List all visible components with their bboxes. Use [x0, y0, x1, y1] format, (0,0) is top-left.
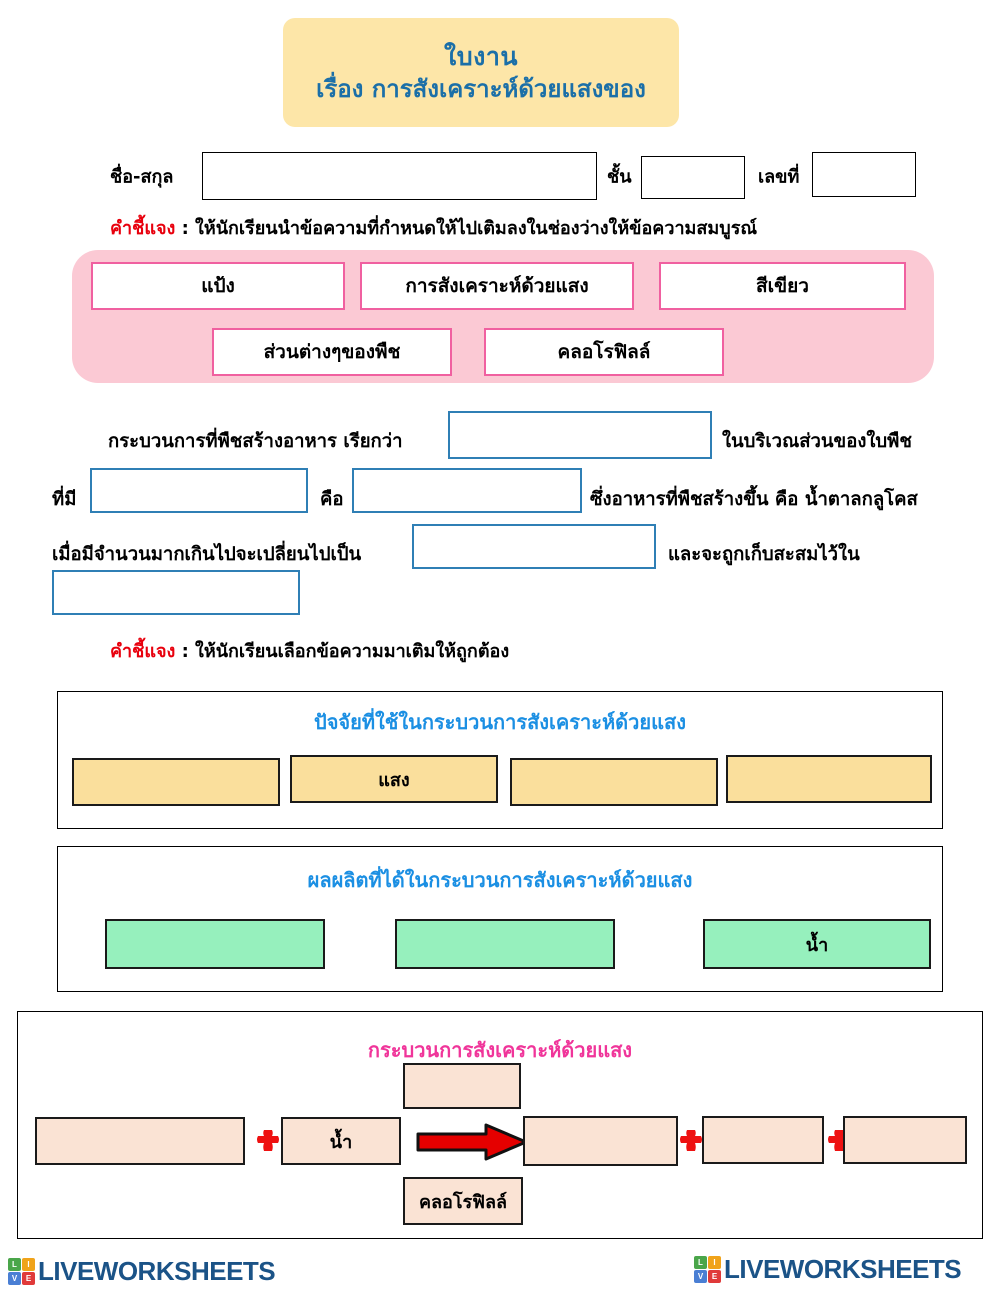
paragraph-text-2: ในบริเวณส่วนของใบพืช	[722, 431, 912, 452]
factor-cell-1[interactable]	[72, 758, 280, 806]
logo-wordmark-left: LIVEWORKSHEETS	[38, 1255, 276, 1286]
plus-icon-2	[680, 1130, 702, 1151]
product-cell-1[interactable]	[105, 919, 325, 969]
process-top-cell[interactable]	[403, 1063, 521, 1109]
products-title: ผลผลิตที่ได้ในกระบวนการสังเคราะห์ด้วยแสง	[307, 868, 693, 892]
process-bottom-cell[interactable]: คลอโรฟิลล์	[403, 1177, 523, 1225]
plus-icon-1	[257, 1130, 279, 1151]
factor-cell-2[interactable]: แสง	[290, 755, 498, 803]
word-bank-item-4[interactable]: ส่วนต่างๆของพืช	[212, 328, 452, 376]
paragraph-blank-2[interactable]	[90, 468, 308, 513]
instruction-2-keyword: คำชี้แจง	[110, 641, 176, 662]
word-bank-label-4: ส่วนต่างๆของพืช	[263, 341, 401, 363]
product-cell-2[interactable]	[395, 919, 615, 969]
liveworksheets-logo-right: L I V E LIVEWORKSHEETS	[694, 1253, 962, 1284]
process-reactant-2[interactable]: น้ำ	[281, 1117, 401, 1165]
instruction-1: คำชี้แจง : ให้นักเรียนนำข้อความที่กำหนดใ…	[110, 213, 757, 242]
paragraph-blank-4[interactable]	[412, 524, 656, 569]
paragraph-blank-3[interactable]	[352, 468, 582, 513]
page-title-line2: เรื่อง การสังเคราะห์ด้วยแสงของ	[316, 75, 646, 104]
logo-tile-e-2: E	[708, 1269, 721, 1283]
paragraph-text-3: ที่มี	[52, 489, 77, 510]
title-banner: ใบงาน เรื่อง การสังเคราะห์ด้วยแสงของ	[283, 18, 679, 127]
process-bottom-label: คลอโรฟิลล์	[418, 1191, 508, 1213]
instruction-1-keyword: คำชี้แจง	[110, 218, 176, 239]
factors-title: ปัจจัยที่ใช้ในกระบวนการสังเคราะห์ด้วยแสง	[314, 710, 686, 734]
name-label: ชื่อ-สกุล	[110, 166, 174, 188]
factor-label-2: แสง	[378, 769, 410, 791]
factors-section: ปัจจัยที่ใช้ในกระบวนการสังเคราะห์ด้วยแสง…	[57, 691, 943, 829]
word-bank-item-2[interactable]: การสังเคราะห์ด้วยแสง	[360, 262, 634, 310]
process-section: กระบวนการสังเคราะห์ด้วยแสง น้ำ คลอโรฟิลล…	[17, 1011, 983, 1239]
paragraph-blank-1[interactable]	[448, 411, 712, 459]
liveworksheets-logo-left: L I V E LIVEWORKSHEETS	[8, 1255, 276, 1286]
word-bank-label-2: การสังเคราะห์ด้วยแสง	[405, 275, 589, 297]
word-bank-item-1[interactable]: แป้ง	[91, 262, 345, 310]
page-title-line1: ใบงาน	[444, 41, 518, 71]
logo-tile-i-2: I	[708, 1255, 721, 1269]
process-product-2[interactable]	[702, 1116, 824, 1164]
instruction-2: คำชี้แจง : ให้นักเรียนเลือกข้อความมาเติม…	[110, 636, 509, 665]
student-info-row: ชื่อ-สกุล ชั้น เลขที่	[110, 152, 920, 200]
number-label: เลขที่	[758, 166, 800, 188]
class-label: ชั้น	[607, 166, 632, 188]
process-reactant-1[interactable]	[35, 1117, 245, 1165]
product-cell-3[interactable]: น้ำ	[703, 919, 931, 969]
logo-tile-l-2: L	[694, 1255, 707, 1269]
number-input[interactable]	[812, 152, 916, 197]
logo-tiles-right: L I V E	[694, 1255, 721, 1283]
word-bank-panel: แป้ง การสังเคราะห์ด้วยแสง สีเขียว ส่วนต่…	[72, 250, 934, 383]
word-bank-label-1: แป้ง	[201, 275, 235, 297]
word-bank-item-5[interactable]: คลอโรฟิลล์	[484, 328, 724, 376]
plus-icon-3	[828, 1130, 850, 1151]
process-product-3[interactable]	[843, 1116, 967, 1164]
logo-tile-e: E	[22, 1271, 35, 1285]
class-input[interactable]	[641, 156, 745, 199]
paragraph-text-6: เมื่อมีจำนวนมากเกินไปจะเปลี่ยนไปเป็น	[52, 544, 362, 565]
paragraph-text-5: ซึ่งอาหารที่พืชสร้างขึ้น คือ น้ำตาลกลูโค…	[590, 489, 918, 510]
process-title: กระบวนการสังเคราะห์ด้วยแสง	[367, 1038, 633, 1062]
process-product-1[interactable]	[523, 1116, 678, 1166]
instruction-1-text: : ให้นักเรียนนำข้อความที่กำหนดให้ไปเติมล…	[175, 218, 758, 239]
factor-cell-4[interactable]	[726, 755, 932, 803]
word-bank-label-3: สีเขียว	[756, 275, 809, 297]
paragraph-blank-5[interactable]	[52, 570, 300, 615]
logo-tile-l: L	[8, 1257, 21, 1271]
name-input[interactable]	[202, 152, 597, 200]
paragraph-text-1: กระบวนการที่พืชสร้างอาหาร เรียกว่า	[108, 431, 403, 452]
paragraph-text-4: คือ	[320, 489, 344, 510]
paragraph-text-7: และจะถูกเก็บสะสมไว้ใน	[668, 544, 860, 565]
logo-tiles-left: L I V E	[8, 1257, 35, 1285]
logo-tile-i: I	[22, 1257, 35, 1271]
word-bank-label-5: คลอโรฟิลล์	[557, 341, 651, 363]
fill-in-paragraph: กระบวนการที่พืชสร้างอาหาร เรียกว่า ในบริ…	[0, 405, 1000, 620]
logo-tile-v: V	[8, 1271, 21, 1285]
factor-cell-3[interactable]	[510, 758, 718, 806]
product-label-3: น้ำ	[805, 934, 829, 956]
products-section: ผลผลิตที่ได้ในกระบวนการสังเคราะห์ด้วยแสง…	[57, 846, 943, 992]
logo-tile-v-2: V	[694, 1269, 707, 1283]
reaction-arrow-icon	[416, 1123, 528, 1161]
instruction-2-text: : ให้นักเรียนเลือกข้อความมาเติมให้ถูกต้อ…	[175, 641, 510, 662]
word-bank-item-3[interactable]: สีเขียว	[659, 262, 906, 310]
logo-wordmark-right: LIVEWORKSHEETS	[724, 1253, 962, 1284]
process-reactant-label-2: น้ำ	[329, 1131, 353, 1153]
